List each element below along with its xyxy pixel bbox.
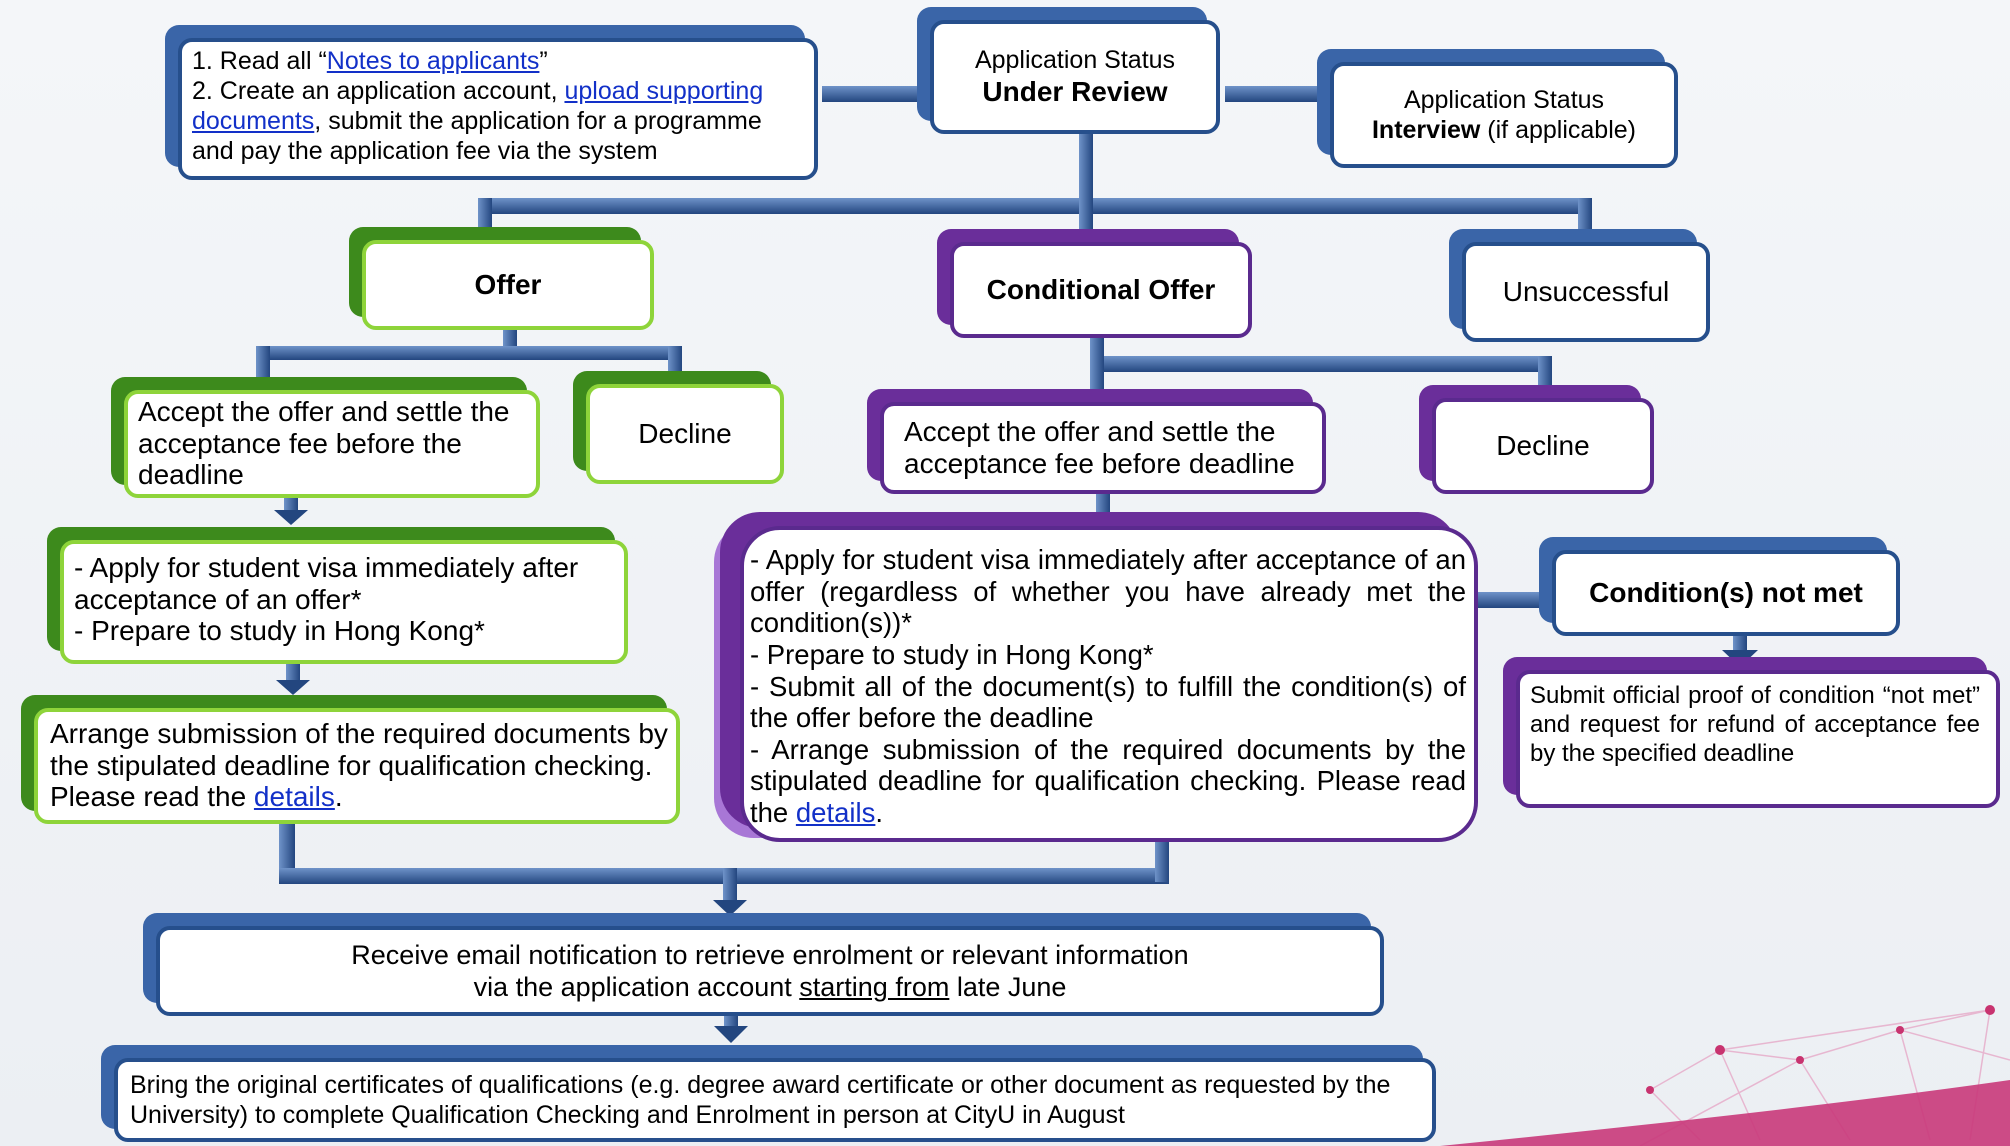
under-review-status: Under Review [982,76,1168,108]
email-line1: Receive email notification to retrieve e… [351,939,1189,970]
step1-line2: 2. Create an application account, upload… [192,77,764,165]
cond-visa-line1: - Apply for student visa immediately aft… [750,544,1466,639]
decorative-swoosh [1440,1080,2010,1146]
interview-text: Application Status Interview (if applica… [1334,66,1674,164]
cond-visa-line3: - Submit all of the document(s) to fulfi… [750,670,1466,734]
conditional-offer-title: Conditional Offer [986,274,1216,306]
interview-status: Interview (if applicable) [1371,116,1636,144]
conditional-offer-box [950,242,1252,338]
enrol-box [114,1058,1436,1142]
upload-supporting-documents-link[interactable]: upload supporting documents [192,77,764,135]
email-box [156,926,1384,1016]
under-review-text: Application Status Under Review [934,24,1216,130]
offer-title: Offer [474,269,542,301]
interview-box [1330,62,1678,168]
cond-decline-text: Decline [1496,430,1590,462]
notes-to-applicants-link[interactable]: Notes to applicants [326,47,540,75]
not-met-box [1552,550,1900,636]
offer-details-link[interactable]: details [253,781,335,813]
cond-decline-box [1432,398,1654,494]
offer-box [362,240,654,330]
offer-visa-line1: - Apply for student visa immediately aft… [74,552,579,615]
offer-docs-box [34,708,680,824]
unsuccessful-title: Unsuccessful [1502,276,1670,308]
step1-line1: 1. Read all “Notes to applicants” [192,47,548,75]
unsuccessful-box [1462,242,1710,342]
email-line2: via the application account starting fro… [473,972,1067,1002]
offer-visa-line2: - Prepare to study in Hong Kong* [74,615,485,647]
offer-decline-box [586,384,784,484]
step1-box [178,38,818,180]
decorative-dots [1646,1005,1995,1094]
offer-visa-text: - Apply for student visa immediately aft… [74,552,620,647]
offer-accept-box [124,390,540,498]
cond-visa-box [740,526,1478,842]
cond-details-link[interactable]: details [795,797,876,828]
enrol-text: Bring the original certificates of quali… [130,1071,1391,1129]
under-review-label: Application Status [974,46,1176,75]
cond-visa-line4: - Arrange submission of the required doc… [750,733,1466,828]
cond-accept-text: Accept the offer and settle the acceptan… [904,416,1295,479]
offer-accept-text: Accept the offer and settle the acceptan… [138,396,510,491]
offer-visa-box [60,540,628,664]
cond-visa-line2: - Prepare to study in Hong Kong* [750,638,1154,670]
cond-visa-text: - Apply for student visa immediately aft… [750,544,1466,829]
not-met-title: Condition(s) not met [1589,577,1863,609]
step1-text: 1. Read all “Notes to applicants” 2. Cre… [192,46,804,166]
refund-box [1516,670,2000,808]
email-text: Receive email notification to retrieve e… [160,930,1380,1012]
cond-accept-box [880,402,1326,494]
interview-label: Application Status [1403,86,1605,114]
under-review-box [930,20,1220,134]
offer-decline-text: Decline [638,418,732,450]
offer-docs-text: Arrange submission of the required docum… [50,718,668,813]
refund-text: Submit official proof of condition “not … [1530,682,1980,767]
